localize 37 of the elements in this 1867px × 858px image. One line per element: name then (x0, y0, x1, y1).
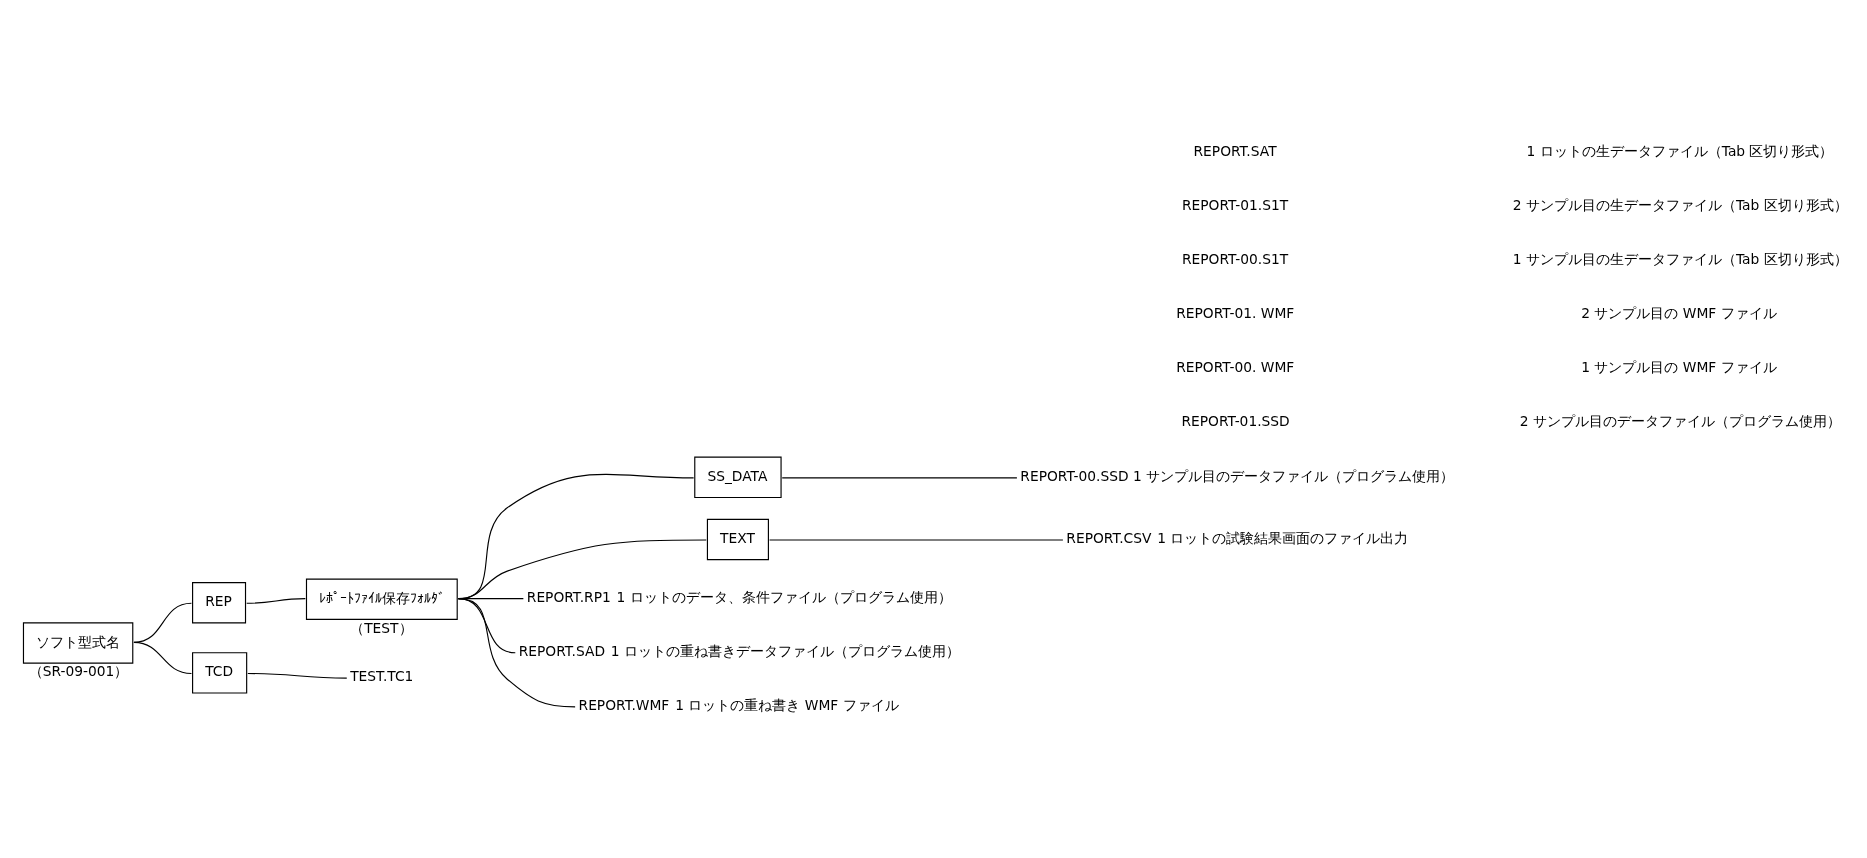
label: REPORT-01.S1T (1182, 196, 1289, 213)
label: 1 サンプル目の WMF ファイル (1581, 359, 1777, 376)
node-box: TCD (192, 652, 248, 694)
label: REPORT-00. WMF (1176, 359, 1295, 376)
node-box: TEXT (706, 518, 769, 561)
node-label: 1 サンプル目のデータファイル（プログラム使用） (1133, 467, 1455, 484)
node-text: REPORT.CSV (1066, 530, 1152, 547)
connector (781, 477, 1018, 479)
node-box: ﾚﾎﾟｰﾄﾌｧｲﾙ保存ﾌｫﾙﾀﾞ (305, 578, 458, 620)
connector (247, 672, 348, 679)
node-text: TEST.TC1 (350, 668, 414, 685)
label: 2 サンプル目の生データファイル（Tab 区切り形式） (1512, 196, 1848, 213)
node-label: 1 ロットの試験結果画面のファイル出力 (1157, 530, 1409, 547)
connector (133, 641, 192, 675)
label: 1 ロットの生データファイル（Tab 区切り形式） (1526, 142, 1834, 159)
node-box: REP (192, 582, 247, 624)
node-label: 1 ロットのデータ、条件ファイル（プログラム使用） (616, 588, 952, 605)
connector (246, 598, 306, 604)
node-text: REPORT.SAD (518, 642, 606, 659)
node-text: REPORT.RP1 (526, 588, 611, 605)
node-box: SS_DATA (694, 456, 782, 499)
label: 1 サンプル目の生データファイル（Tab 区切り形式） (1512, 251, 1848, 268)
label: REPORT-01. WMF (1176, 305, 1295, 322)
node-label: （SR-09-001） (28, 663, 129, 680)
label: 2 サンプル目のデータファイル（プログラム使用） (1519, 413, 1841, 430)
connector (769, 539, 1064, 541)
label: 2 サンプル目の WMF ファイル (1581, 305, 1777, 322)
node-label: （TEST） (350, 619, 413, 636)
label: REPORT-01.SSD (1181, 413, 1290, 430)
node-label: 1 ロットの重ね書きデータファイル（プログラム使用） (610, 642, 960, 659)
node-text: REPORT.WMF (578, 696, 670, 713)
label: REPORT.SAT (1193, 142, 1277, 159)
label: REPORT-00.S1T (1182, 251, 1289, 268)
connector (457, 598, 576, 708)
node-label: 1 ロットの重ね書き WMF ファイル (675, 696, 899, 713)
node-text: REPORT-00.SSD (1020, 467, 1129, 484)
node-box: ソフト型式名 (22, 622, 134, 664)
